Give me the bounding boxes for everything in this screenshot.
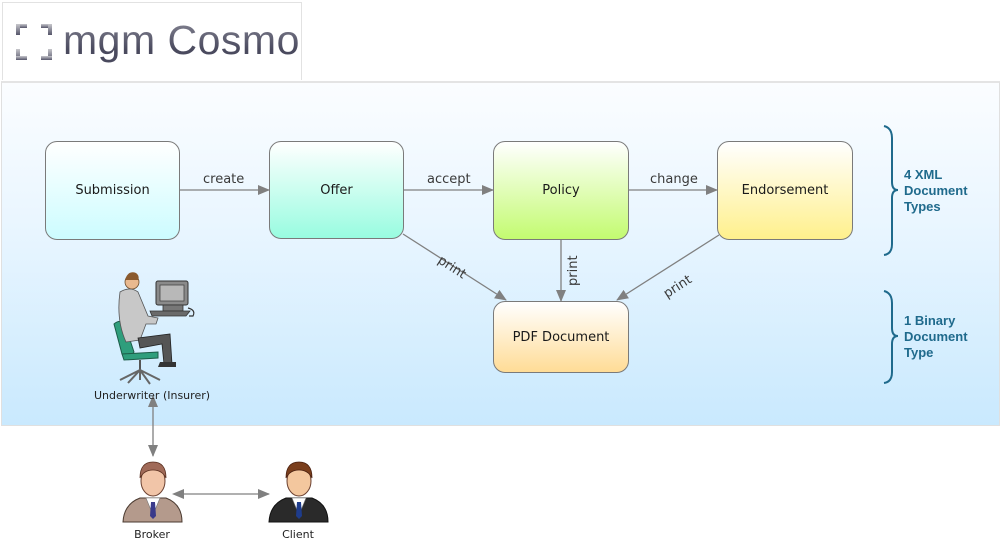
actor-label-client: Client xyxy=(282,528,314,541)
node-label: Submission xyxy=(75,183,150,198)
edge-label-accept: accept xyxy=(427,172,471,187)
edge-offer-print xyxy=(402,233,507,301)
brace-label-xml: 4 XML Document Types xyxy=(904,167,968,214)
node-label: PDF Document xyxy=(512,329,610,345)
node-offer[interactable]: Offer xyxy=(269,141,404,239)
node-label: Endorsement xyxy=(741,183,829,198)
brace-binary xyxy=(883,290,899,384)
edge-endorsement-print xyxy=(616,234,720,301)
node-policy[interactable]: Policy xyxy=(493,141,629,240)
actor-label-broker: Broker xyxy=(134,528,170,541)
actor-label-underwriter: Underwriter (Insurer) xyxy=(93,389,211,402)
client-icon xyxy=(268,461,329,523)
edge-label-change: change xyxy=(650,172,698,187)
edge-label-create: create xyxy=(203,172,245,187)
brace-label-binary: 1 Binary Document Type xyxy=(904,313,968,360)
node-pdf-document[interactable]: PDF Document xyxy=(493,301,629,373)
logo-mark-icon xyxy=(16,24,52,60)
node-label: Offer xyxy=(320,182,353,198)
underwriter-icon xyxy=(113,272,195,385)
logo-text: mgm Cosmo xyxy=(63,17,300,63)
node-label: Policy xyxy=(542,183,580,198)
broker-icon xyxy=(122,461,183,523)
node-endorsement[interactable]: Endorsement xyxy=(717,141,853,240)
brace-xml xyxy=(883,125,899,256)
edge-label-policy-print: print xyxy=(566,255,581,286)
logo-header: mgm Cosmo xyxy=(2,2,302,80)
node-submission[interactable]: Submission xyxy=(45,141,180,240)
